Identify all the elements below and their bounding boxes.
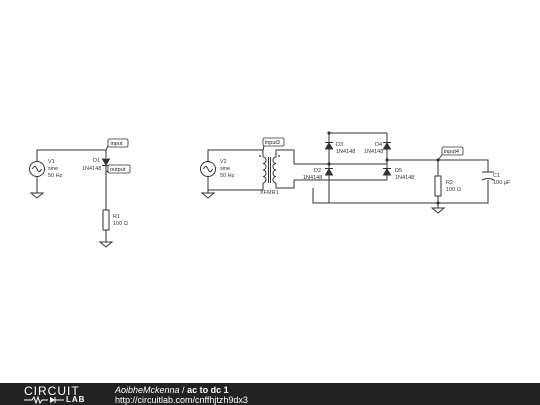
d3-name: D3 <box>336 142 343 148</box>
d5-part: 1N4148 <box>395 175 414 181</box>
resistor-r1[interactable]: R1 100 Ω <box>102 209 128 231</box>
flag-input-label: input <box>111 141 123 147</box>
flag-input3-label: input3 <box>265 140 280 146</box>
net-flag-input3[interactable]: input3 <box>262 137 285 151</box>
v2-type: sine <box>220 166 230 172</box>
ground-icon <box>430 207 446 214</box>
r2-value: 100 Ω <box>446 187 461 193</box>
c1-value: 100 µF <box>493 180 511 186</box>
wire-return <box>312 180 489 204</box>
diode-d5[interactable]: D5 1N4148 <box>382 168 414 181</box>
d4-part: 1N4148 <box>364 149 383 155</box>
schematic-canvas: V1 sine 50 Hz D1 1N4148 R1 100 Ω <box>29 131 511 248</box>
ground-icon <box>29 192 45 199</box>
footer-title-line: AoibheMckenna / ac to dc 1 <box>115 385 248 395</box>
diode-d3[interactable]: D3 1N4148 <box>324 142 355 155</box>
v1-type: sine <box>48 166 58 172</box>
wire-v2-top <box>207 149 264 162</box>
circuit-url[interactable]: http://circuitlab.com/cnffhjtzh9dx3 <box>115 395 248 405</box>
circuit-half-wave: V1 sine 50 Hz D1 1N4148 R1 100 Ω <box>29 138 131 248</box>
author-link[interactable]: AoibheMckenna <box>115 385 180 395</box>
v1-name: V1 <box>48 159 55 165</box>
wire-sec-top <box>275 149 295 164</box>
d1-part: 1N4148 <box>82 166 101 172</box>
footer-bar: CIRCUIT LAB AoibheMckenna / ac to dc 1 h… <box>0 383 540 405</box>
resistor-r2[interactable]: R2 100 Ω <box>434 175 461 197</box>
junction-dot <box>436 201 440 205</box>
d2-part: 1N4148 <box>303 175 322 181</box>
junction-dot <box>385 158 389 162</box>
v2-name: V2 <box>220 159 227 165</box>
diode-d4[interactable]: D4 1N4148 <box>364 142 392 155</box>
d3-part: 1N4148 <box>336 149 355 155</box>
net-flag-output[interactable]: output <box>105 164 131 174</box>
circuit-title[interactable]: ac to dc 1 <box>187 385 229 395</box>
junction-dot <box>327 131 331 135</box>
r1-name: R1 <box>113 214 120 220</box>
r1-value: 100 Ω <box>113 221 128 227</box>
net-flag-input4[interactable]: input4 <box>437 146 464 161</box>
title-separator: / <box>179 385 188 395</box>
logo-wordmark-top: CIRCUIT <box>24 384 80 398</box>
wire-sec-bottom <box>275 180 295 189</box>
v2-freq: 50 Hz <box>220 173 235 179</box>
flag-output-label: output <box>110 167 126 173</box>
junction-dot <box>327 162 331 166</box>
flag-input4-label: input4 <box>444 149 459 155</box>
wire-v2-bottom <box>207 176 264 191</box>
capacitor-c1[interactable]: C1 100 µF <box>481 171 511 186</box>
net-flag-input[interactable]: input <box>105 138 129 151</box>
v1-freq: 50 Hz <box>48 173 63 179</box>
wire-v1-top <box>36 149 107 162</box>
xfmr-name: XFMR1 <box>260 190 279 196</box>
source-v1[interactable]: V1 sine 50 Hz <box>29 159 63 179</box>
logo-wordmark-bottom: LAB <box>66 395 86 404</box>
diode-d2[interactable]: D2 1N4148 <box>303 168 334 181</box>
source-v2[interactable]: V2 sine 50 Hz <box>200 159 235 179</box>
d5-name: D5 <box>395 168 402 174</box>
r2-name: R2 <box>446 180 453 186</box>
transformer-xfmr1[interactable]: XFMR1 <box>259 155 280 196</box>
wire-output-pos <box>387 159 489 172</box>
ground-icon <box>98 241 114 248</box>
logo-circuit-icon <box>24 396 64 404</box>
ground-icon <box>200 192 216 199</box>
footer-info: AoibheMckenna / ac to dc 1 http://circui… <box>115 385 248 405</box>
d4-name: D4 <box>375 142 382 148</box>
c1-name: C1 <box>493 173 500 179</box>
diode-d1[interactable]: D1 1N4148 <box>82 158 111 172</box>
circuit-bridge-rectifier: V2 sine 50 Hz XFMR1 <box>200 131 511 214</box>
d1-name: D1 <box>93 158 100 164</box>
d2-name: D2 <box>314 168 321 174</box>
